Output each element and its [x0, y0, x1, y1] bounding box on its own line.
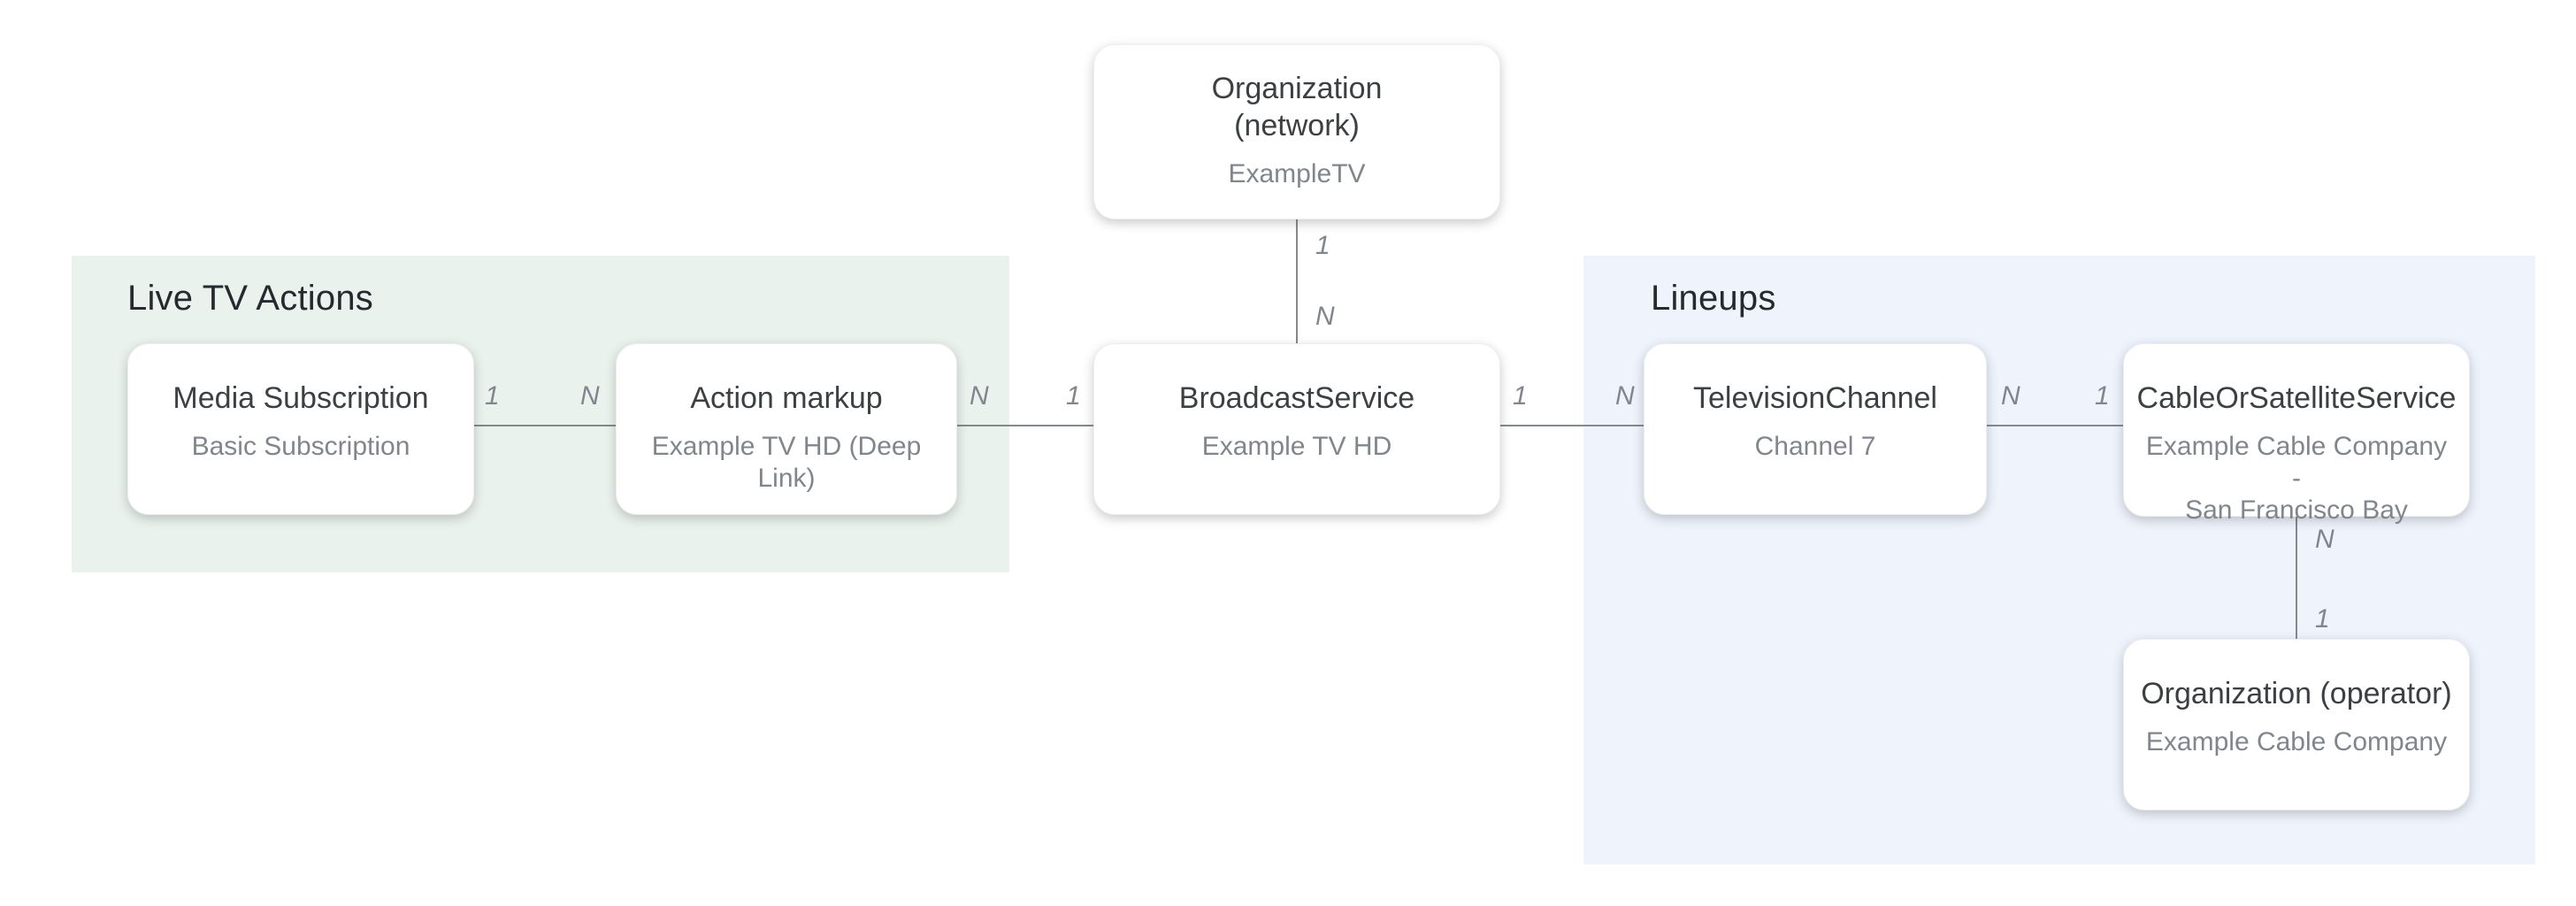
entity-title: CableOrSatelliteService [2136, 381, 2457, 415]
cardinality-label: N [1615, 381, 1635, 411]
entity-subtitle: Example TV HD (Deep Link) [651, 432, 922, 493]
entity-card-organization-network: Organization (network) ExampleTV [1093, 44, 1500, 219]
entity-title: BroadcastService [1178, 381, 1415, 415]
entity-title: Media Subscription [172, 381, 429, 415]
entity-subtitle: ExampleTV [1228, 159, 1366, 188]
cardinality-label: N [1315, 302, 1335, 331]
entity-card-broadcast-service: BroadcastService Example TV HD [1093, 343, 1500, 515]
entity-subtitle: Example TV HD [1201, 432, 1392, 461]
connector-action-broadcast [957, 425, 1093, 426]
entity-subtitle: Example Cable Company - San Francisco Ba… [2145, 432, 2448, 525]
entity-title: Organization (network) [1211, 72, 1383, 142]
group-title-live-tv-actions: Live TV Actions [127, 279, 373, 318]
group-title-lineups: Lineups [1651, 279, 1776, 318]
connector-tvchannel-cable [1987, 425, 2123, 426]
entity-subtitle: Channel 7 [1754, 432, 1876, 461]
cardinality-label: N [2315, 525, 2334, 554]
cardinality-label: N [970, 381, 989, 411]
entity-title: Organization (operator) [2141, 677, 2452, 710]
cardinality-label: N [580, 381, 600, 411]
entity-subtitle: Example Cable Company [2145, 727, 2448, 756]
entity-card-cable-or-satellite-service: CableOrSatelliteService Example Cable Co… [2123, 343, 2470, 525]
entity-card-television-channel: TelevisionChannel Channel 7 [1644, 343, 1987, 515]
cardinality-label: 1 [1513, 381, 1528, 411]
entity-title: TelevisionChannel [1693, 381, 1937, 415]
entity-title: Action markup [690, 381, 883, 415]
cardinality-label: 1 [1066, 381, 1081, 411]
connector-media-action [474, 425, 616, 426]
entity-card-action-markup: Action markup Example TV HD (Deep Link) [616, 343, 957, 515]
cardinality-label: N [2001, 381, 2020, 411]
cardinality-label: 1 [2095, 381, 2110, 411]
connector-broadcast-tvchannel [1500, 425, 1644, 426]
connector-cable-operator [2296, 517, 2297, 639]
connector-network-broadcast [1296, 219, 1298, 343]
cardinality-label: 1 [2315, 604, 2330, 633]
entity-card-media-subscription: Media Subscription Basic Subscription [127, 343, 474, 515]
cardinality-label: 1 [485, 381, 500, 411]
entity-subtitle: Basic Subscription [191, 432, 410, 461]
entity-card-organization-operator: Organization (operator) Example Cable Co… [2123, 639, 2470, 810]
cardinality-label: 1 [1315, 231, 1330, 260]
